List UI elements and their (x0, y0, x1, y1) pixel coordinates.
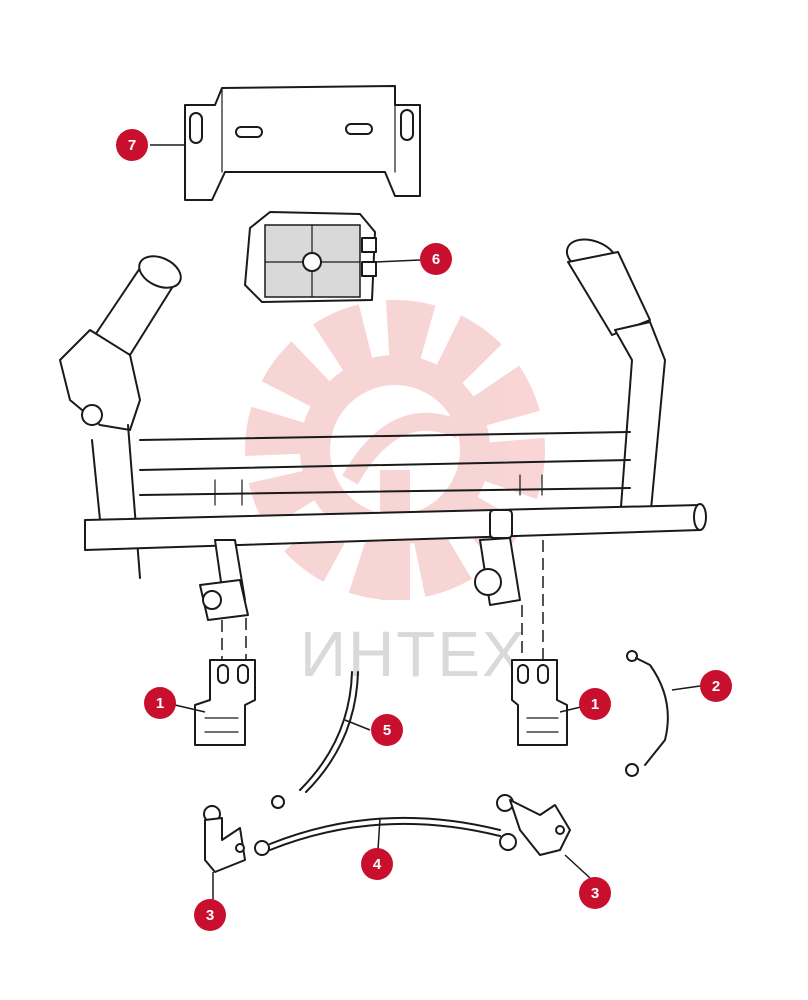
frame-switch-left (199, 539, 249, 621)
svg-text:1: 1 (591, 696, 599, 713)
svg-text:5: 5 (383, 722, 391, 739)
switch-right (496, 794, 571, 856)
callout-badge-4: 4 (361, 848, 393, 880)
svg-text:7: 7 (128, 137, 136, 154)
handle-left (59, 255, 182, 579)
switch-left (203, 805, 246, 873)
svg-text:4: 4 (373, 856, 382, 873)
ground-cable-long (271, 671, 359, 809)
frame-switch-right (474, 509, 521, 606)
watermark-text: ИНТЕХ (300, 618, 527, 690)
assembly-lines (221, 540, 544, 665)
callout-badge-3-right: 3 (579, 877, 611, 909)
svg-text:3: 3 (206, 907, 214, 924)
svg-text:1: 1 (156, 695, 164, 712)
watermark-gear-logo (245, 300, 545, 600)
callout-badge-7: 7 (116, 129, 148, 161)
callout-badge-1-left: 1 (144, 687, 176, 719)
frame (84, 431, 707, 551)
callout-badge-2: 2 (700, 670, 732, 702)
callout-badge-1-right: 1 (579, 688, 611, 720)
alarm-unit (244, 211, 377, 303)
svg-text:6: 6 (432, 251, 440, 268)
svg-text:2: 2 (712, 678, 720, 695)
callout-lines (150, 144, 701, 900)
callout-badge-6: 6 (420, 243, 452, 275)
callout-badge-5: 5 (371, 714, 403, 746)
connecting-cable (254, 816, 517, 856)
bracket-right (511, 659, 568, 746)
mounting-plate (184, 85, 421, 201)
ground-cable-short (625, 650, 669, 777)
handle-right (565, 238, 666, 521)
svg-text:3: 3 (591, 885, 599, 902)
bracket-left (194, 659, 256, 746)
callout-badge-3-left: 3 (194, 899, 226, 931)
